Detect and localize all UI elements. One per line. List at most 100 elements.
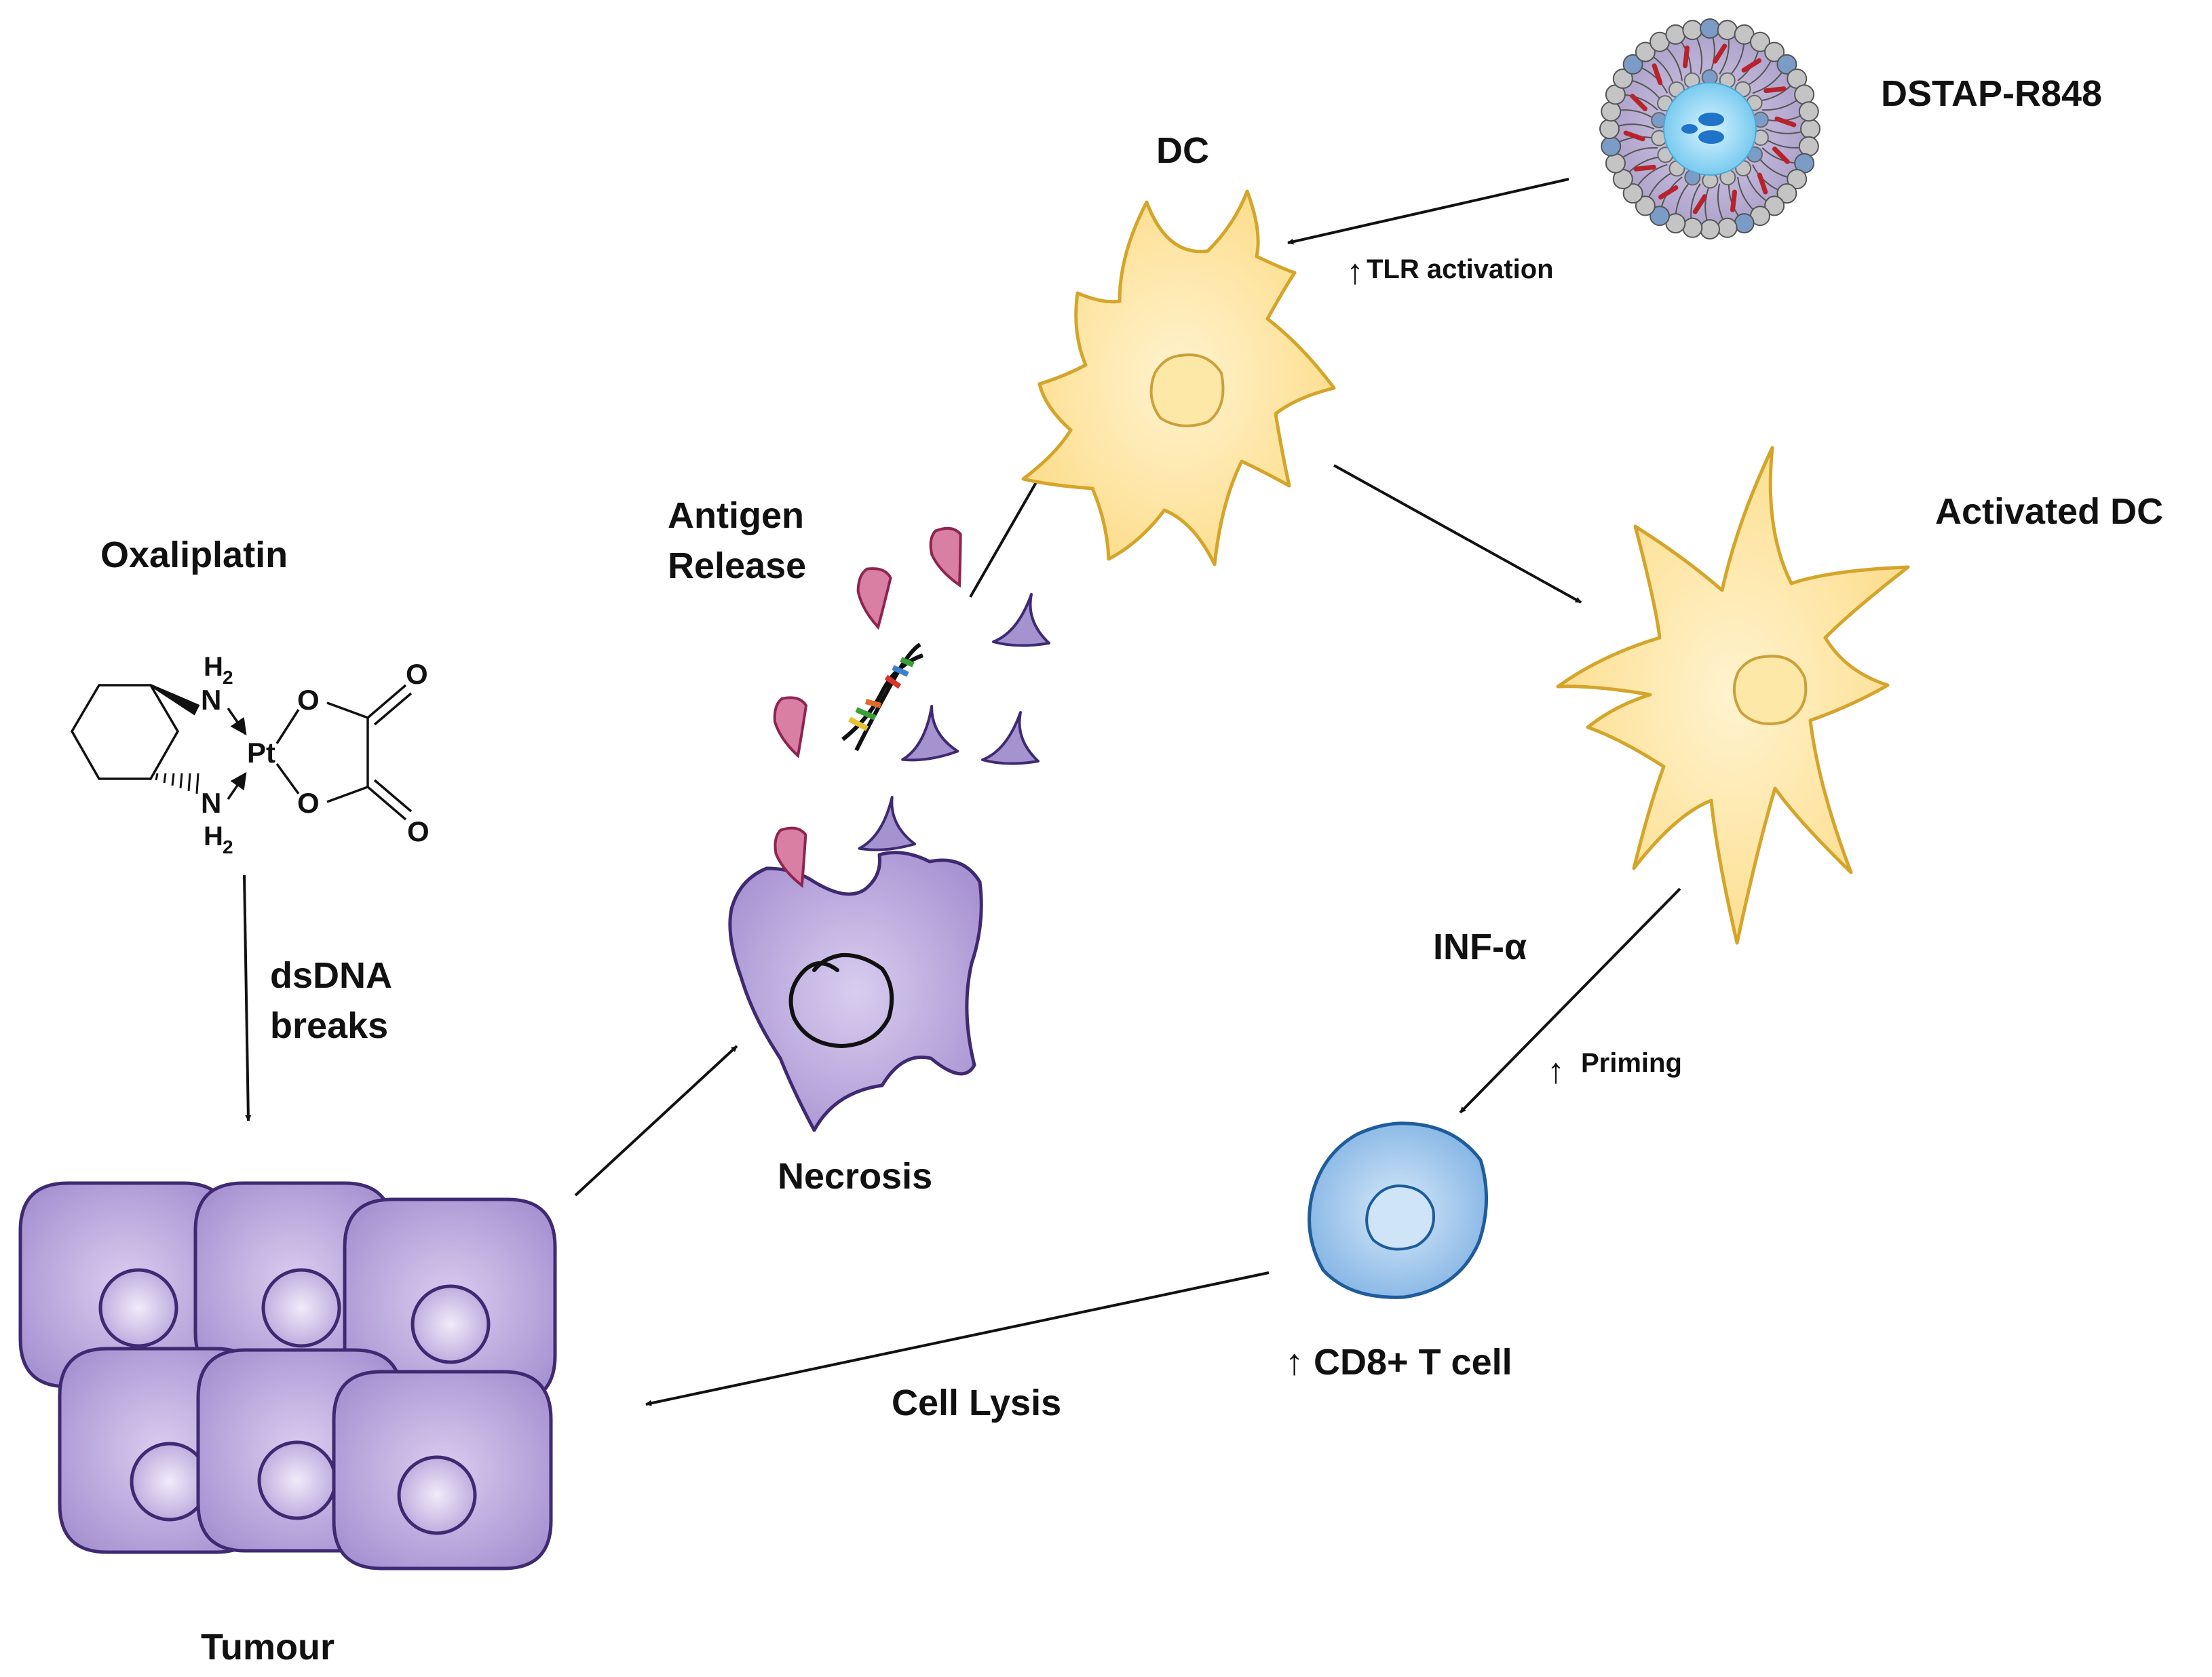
antigen-purple [901,705,959,762]
nanoparticle-bead [1682,20,1703,41]
oxaliplatin-molecule [70,684,413,821]
dsdna-label-line1: dsDNA [270,955,392,996]
r848-drug [1692,194,1707,214]
nanoparticle-bead [1635,41,1656,62]
nanoparticle-bead [1776,54,1797,75]
svg-text:O: O [406,658,428,690]
r848-drug [1757,172,1768,195]
arrow-tumour-to-necrosis [574,1045,738,1197]
tumour-cell-nucleus [397,1455,477,1535]
tumour-cell-nucleus [261,1268,341,1348]
svg-text:N: N [201,787,221,819]
antigen-release-line2: Release [668,545,806,586]
inf-alpha-label: INF-α [1433,927,1527,967]
r848-drug [1741,58,1761,73]
cd8-t-cell [1308,1121,1488,1299]
arrow-nanoparticle-to-dc [1287,178,1569,245]
nanoparticle-bead [1700,18,1720,39]
svg-text:H: H [204,822,223,851]
svg-text:N: N [201,684,221,716]
nanoparticle-bead [1605,153,1626,174]
antigen-pink [929,526,962,588]
necrotic-cell [728,851,983,1132]
dc-nucleus [1149,353,1225,427]
arrow-tcell-to-tumour [645,1271,1270,1406]
dsdna-label-line2: breaks [270,1005,388,1046]
r848-drug [1683,45,1690,69]
arrow-antigen-to-dc [969,469,1045,598]
nanoparticle-bead [1622,54,1643,75]
necrotic-cell-body [728,851,983,1132]
nanoparticle-bead [1599,119,1620,139]
r848-drug [1623,130,1645,142]
dstap-label: DSTAP-R848 [1881,73,2102,114]
r848-drug [1630,94,1647,111]
tlr-label: TLR activation [1367,254,1554,284]
nanoparticle-bead [1601,136,1622,157]
arrow-activated-dc-to-tcell [1459,887,1681,1114]
activated-dc-label: Activated DC [1935,491,2163,532]
nanoparticle-bead [1622,183,1643,204]
tumour-cell-nucleus [98,1268,178,1348]
nanoparticle-bead [1717,20,1738,41]
necrosis-label: Necrosis [778,1156,932,1197]
oxaliplatin-label: Oxaliplatin [100,535,288,575]
nanoparticle-bead [1612,69,1633,89]
r848-drug [1730,189,1737,212]
nanoparticle-bead [1682,217,1703,238]
released-antigens [773,526,1050,888]
r848-drug [1658,185,1679,200]
antigen-pink [856,567,892,630]
dc-label: DC [1156,130,1209,171]
priming-arrow-glyph: ↑ [1547,1052,1565,1091]
nanoparticle-bead [1601,101,1622,122]
nanoparticle-bead [1787,169,1808,189]
svg-text:2: 2 [223,836,233,857]
nanoparticle-bead [1776,183,1797,204]
antigen-pink [774,826,807,888]
tumour-cell-nucleus [411,1284,491,1364]
antigen-purple [992,593,1050,647]
r848-drug [1763,86,1787,94]
nanoparticle-bead [1764,41,1785,62]
arrow-oxaliplatin-to-tumour [243,874,252,1121]
antigen-pink [773,696,808,758]
activated-dc-nucleus [1732,655,1808,725]
r848-drug [1713,43,1728,64]
svg-text:Pt: Pt [247,737,275,769]
antigen-purple [981,711,1040,765]
svg-text:O: O [407,815,430,847]
svg-text:H: H [204,652,223,682]
arrows [243,178,1681,1406]
nanoparticle-bead [1764,195,1785,216]
nanoparticle-bead [1750,31,1770,52]
antigen-release-line1: Antigen [668,495,804,536]
nanoparticle-bead [1794,84,1815,105]
nanoparticle-bead [1798,136,1819,157]
nanoparticle-bead [1635,195,1656,216]
nanoparticle-bead [1717,217,1738,238]
nanoparticle-bead [1700,219,1720,239]
tumour-cluster [18,1181,557,1570]
tlr-arrow-glyph: ↑ [1346,252,1364,292]
r848-drug [1652,63,1663,85]
svg-text:O: O [297,787,320,819]
priming-label: Priming [1581,1048,1682,1078]
nanoparticle-bead [1665,24,1686,45]
svg-text:2: 2 [223,667,233,688]
tumour-cell-nucleus [130,1442,210,1522]
necrotic-nucleus [788,952,894,1049]
cell-lysis-label: Cell Lysis [892,1383,1061,1423]
r848-drug [1633,164,1656,172]
nanoparticle-bead [1800,119,1820,139]
activated-dendritic-cell [1556,446,1910,945]
nanoparticle-bead [1798,101,1819,122]
arrow-dc-to-activated-dc [1333,464,1582,604]
antigen-purple [858,796,917,851]
cd8-t-cell-label: ↑ CD8+ T cell [1285,1342,1512,1383]
activated-dc-body [1556,446,1910,945]
dendritic-cell [1021,189,1336,566]
nanoparticle-bead [1734,213,1755,234]
dstap-r848-nanoparticle [1599,18,1820,239]
